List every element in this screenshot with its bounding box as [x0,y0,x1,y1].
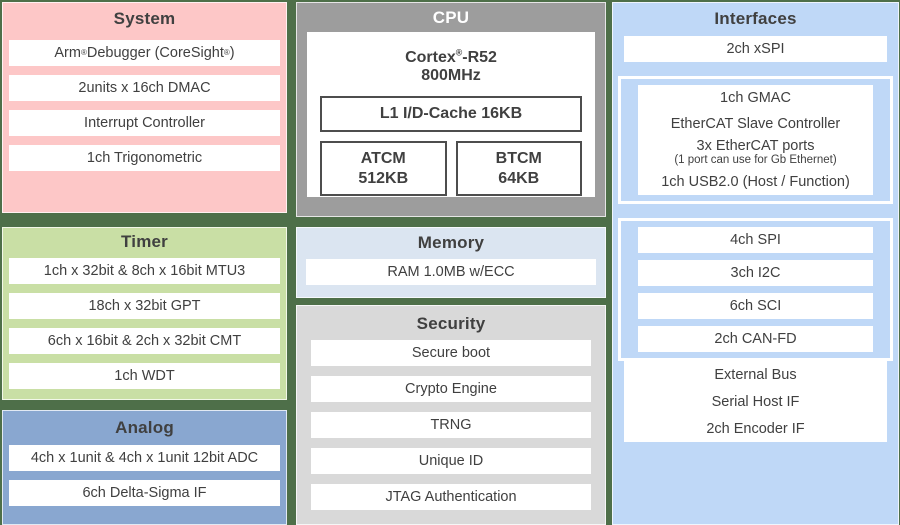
atcm-name: ATCM [360,149,406,167]
security-item-jtag-auth: JTAG Authentication [311,484,591,510]
interface-item-encoder-if: 2ch Encoder IF [624,415,887,442]
interface-item-gmac: 1ch GMAC [638,85,873,111]
cpu-core-name: Cortex®-R52 [405,47,497,66]
block-interfaces: Interfaces 2ch xSPI 1ch GMAC EtherCAT Sl… [612,2,899,525]
block-security: Security Secure boot Crypto Engine TRNG … [296,305,606,525]
block-memory: Memory RAM 1.0MB w/ECC [296,227,606,298]
interfaces-bottom-group: External Bus Serial Host IF 2ch Encoder … [613,361,898,442]
interface-item-canfd: 2ch CAN-FD [638,326,873,352]
memory-title: Memory [417,233,485,252]
timer-title: Timer [121,232,168,251]
interface-item-i2c: 3ch I2C [638,260,873,286]
cpu-tcm-row: ATCM 512KB BTCM 64KB [320,141,582,196]
cpu-core-panel: Cortex®-R52 800MHz L1 I/D-Cache 16KB ATC… [307,32,595,197]
interface-item-external-bus: External Bus [624,361,887,388]
system-title: System [113,9,176,28]
system-item-trigonometric: 1ch Trigonometric [9,145,280,171]
block-cpu: CPU Cortex®-R52 800MHz L1 I/D-Cache 16KB… [296,2,606,217]
interface-item-xspi: 2ch xSPI [624,36,887,62]
security-item-unique-id: Unique ID [311,448,591,474]
analog-item-delta-sigma: 6ch Delta-Sigma IF [9,480,280,506]
system-item-interrupt-controller: Interrupt Controller [9,110,280,136]
btcm-name: BTCM [495,149,542,167]
interface-item-ethercat-slave: EtherCAT Slave Controller [638,111,873,137]
cpu-title: CPU [432,8,470,27]
interface-item-sci: 6ch SCI [638,293,873,319]
security-title: Security [416,314,486,333]
interfaces-title: Interfaces [714,9,797,28]
timer-item-wdt: 1ch WDT [9,363,280,389]
block-timer: Timer 1ch x 32bit & 8ch x 16bit MTU3 18c… [2,227,287,400]
btcm-size: 64KB [498,169,540,187]
cpu-btcm-box: BTCM 64KB [455,141,582,196]
security-item-secure-boot: Secure boot [311,340,591,366]
timer-item-gpt: 18ch x 32bit GPT [9,293,280,319]
analog-title: Analog [115,418,174,437]
interfaces-serial-group: 4ch SPI 3ch I2C 6ch SCI 2ch CAN-FD [618,218,893,361]
block-analog: Analog 4ch x 1unit & 4ch x 1unit 12bit A… [2,410,287,525]
atcm-size: 512KB [358,169,409,187]
ethercat-ports-label: 3x EtherCAT ports [696,138,815,154]
security-item-crypto-engine: Crypto Engine [311,376,591,402]
timer-item-mtu3: 1ch x 32bit & 8ch x 16bit MTU3 [9,258,280,284]
memory-item-ram: RAM 1.0MB w/ECC [306,259,596,285]
system-item-dmac: 2units x 16ch DMAC [9,75,280,101]
interfaces-ethernet-group: 1ch GMAC EtherCAT Slave Controller 3x Et… [618,76,893,204]
interface-item-spi: 4ch SPI [638,227,873,253]
block-system: System Arm® Debugger (CoreSight®) 2units… [2,2,287,213]
timer-item-cmt: 6ch x 16bit & 2ch x 32bit CMT [9,328,280,354]
cpu-core-frequency: 800MHz [421,67,481,84]
security-item-trng: TRNG [311,412,591,438]
ethercat-ports-note: (1 port can use for Gb Ethernet) [674,154,837,166]
cpu-atcm-box: ATCM 512KB [320,141,447,196]
interface-item-usb: 1ch USB2.0 (Host / Function) [638,169,873,195]
system-item-debugger: Arm® Debugger (CoreSight®) [9,40,280,66]
interface-item-serial-host-if: Serial Host IF [624,388,887,415]
cpu-l1-cache-box: L1 I/D-Cache 16KB [320,96,582,132]
interface-item-ethercat-ports: 3x EtherCAT ports (1 port can use for Gb… [638,137,873,169]
analog-item-adc: 4ch x 1unit & 4ch x 1unit 12bit ADC [9,445,280,471]
